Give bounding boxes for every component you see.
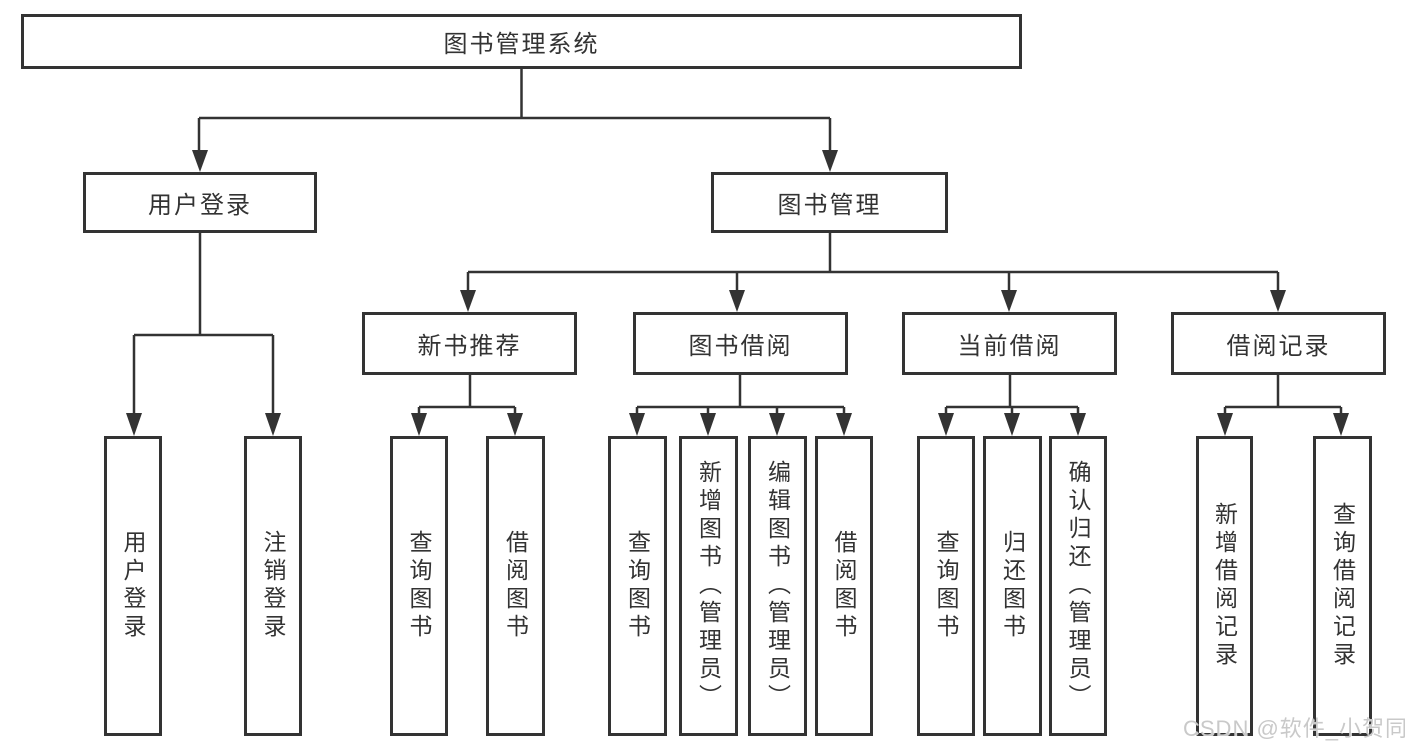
node-new-book-recommendation: 新书推荐 bbox=[362, 312, 577, 375]
node-current-borrowing: 当前借阅 bbox=[902, 312, 1117, 375]
leaf-edit-book-admin: 编辑图书（管理员） bbox=[748, 436, 807, 736]
leaf-borrow-books-borrowing: 借阅图书 bbox=[815, 436, 873, 736]
leaf-add-borrow-record: 新增借阅记录 bbox=[1196, 436, 1253, 736]
leaf-user-login: 用户登录 bbox=[104, 436, 162, 736]
leaf-query-borrow-record: 查询借阅记录 bbox=[1313, 436, 1372, 736]
leaf-query-books-current: 查询图书 bbox=[917, 436, 975, 736]
leaf-query-books-recommend: 查询图书 bbox=[390, 436, 448, 736]
leaf-borrow-books-recommend: 借阅图书 bbox=[486, 436, 545, 736]
node-book-borrowing: 图书借阅 bbox=[633, 312, 848, 375]
arrowhead-icons bbox=[126, 150, 1349, 436]
leaf-add-book-admin: 新增图书（管理员） bbox=[679, 436, 738, 736]
leaf-query-books-borrowing: 查询图书 bbox=[608, 436, 667, 736]
node-book-management-branch: 图书管理 bbox=[711, 172, 948, 233]
csdn-watermark: CSDN @软件_小贺同学 bbox=[1183, 716, 1405, 741]
node-borrowing-records: 借阅记录 bbox=[1171, 312, 1386, 375]
leaf-confirm-return-admin: 确认归还（管理员） bbox=[1049, 436, 1107, 736]
leaf-return-book: 归还图书 bbox=[983, 436, 1042, 736]
node-library-management-system: 图书管理系统 bbox=[21, 14, 1022, 69]
node-user-login-branch: 用户登录 bbox=[83, 172, 317, 233]
leaf-logout: 注销登录 bbox=[244, 436, 302, 736]
